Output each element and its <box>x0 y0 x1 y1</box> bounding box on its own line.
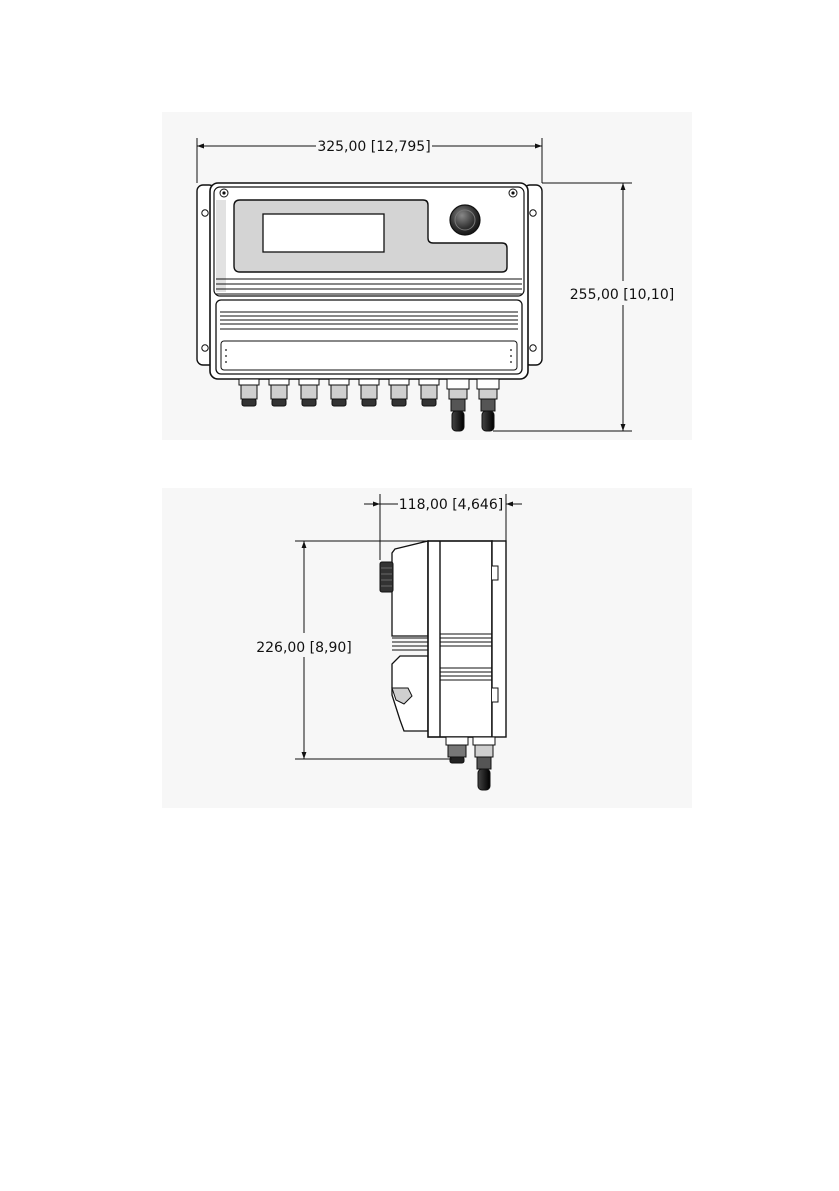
lower-cover-window <box>221 341 517 370</box>
cable-gland-icon <box>419 379 439 406</box>
cable-gland-icon <box>269 379 289 406</box>
cable-gland-icon <box>299 379 319 406</box>
side-housing <box>428 541 492 737</box>
cable-gland-icon <box>359 379 379 406</box>
screw-icon <box>509 189 517 197</box>
cable-gland-icon <box>389 379 409 406</box>
mount-hole-icon <box>530 210 536 216</box>
front-view: 325,00 [12,795] 255,00 [10,10] <box>162 112 692 440</box>
side-panel-upper <box>392 541 428 636</box>
cable-gland-icon <box>329 379 349 406</box>
side-height-dimension-label: 226,00 [8,90] <box>256 640 352 656</box>
mount-hole-icon <box>202 345 208 351</box>
mount-hole-icon <box>530 345 536 351</box>
width-dimension-label: 325,00 [12,795] <box>317 139 430 155</box>
side-view-background <box>162 488 692 808</box>
side-view: 118,00 [4,646] 226,00 [8,90] <box>162 488 692 808</box>
side-knob-icon <box>380 562 393 592</box>
screw-icon <box>220 189 228 197</box>
mount-hole-icon <box>202 210 208 216</box>
left-edge-shade <box>216 200 226 292</box>
cable-gland-icon <box>239 379 259 406</box>
height-dimension-label: 255,00 [10,10] <box>570 287 674 303</box>
lcd-display <box>263 214 384 252</box>
depth-dimension-label: 118,00 [4,646] <box>399 497 503 513</box>
